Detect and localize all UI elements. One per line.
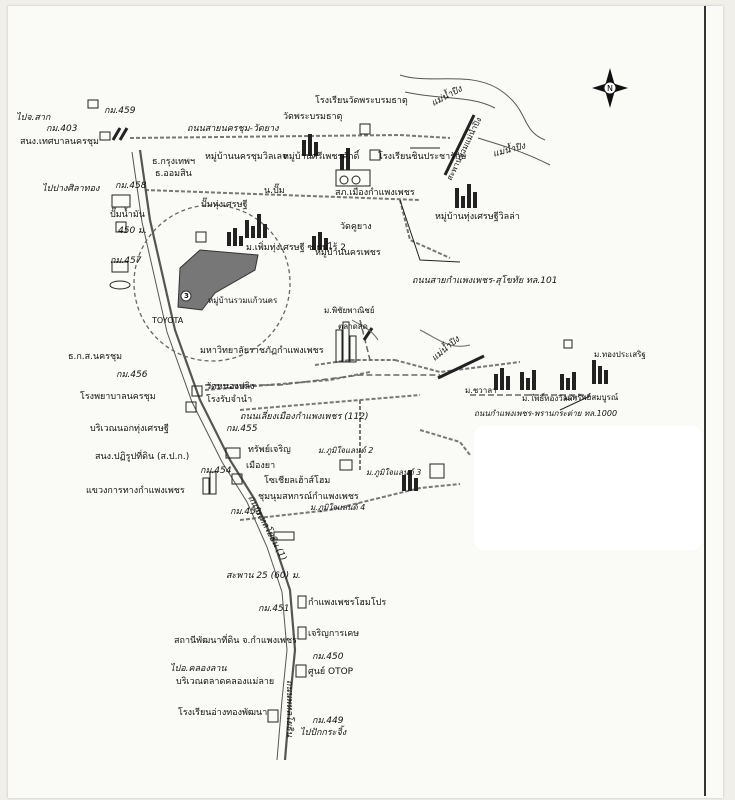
label-tung-sethi-land: บริเวณนอกทุ่งเศรษฐี — [90, 424, 169, 434]
label-vertical-phahol: ถนนพหลโยธิน — [284, 680, 294, 737]
label-km-451: กม.451 — [258, 604, 290, 614]
label-school-right: โรงเรียนชินประชารักษ์ — [378, 152, 467, 162]
label-lotus: เมืองยา — [246, 461, 276, 471]
label-km-459: กม.459 — [104, 106, 136, 116]
label-km-455: กม.455 — [226, 424, 258, 434]
label-school-bottom: โรงเรียนอ่างทองพัฒนา — [178, 708, 268, 718]
label-village-rs-1: ม.ชวาลา — [465, 386, 497, 395]
label-municipality: สนง.เทศบาลนครชุม — [20, 137, 99, 147]
label-village-nakhonphet: หมู่บ้านนครเพชร — [315, 248, 381, 258]
toyota-number: 3 — [184, 292, 189, 300]
label-village-ruamkaew: หมู่บ้านรวมแก้วนคร — [208, 296, 278, 305]
label-village-sriphet: หมู่บ้านศรีเพชรศักดิ์ — [283, 152, 360, 162]
ping-river-upper — [399, 74, 551, 166]
label-otop: ศูนย์ OTOP — [308, 667, 354, 677]
label-village-rs-3: ม.ทรัพย์สมบูรณ์ — [564, 393, 619, 402]
label-wat-kukam: วัดคูยาง — [340, 222, 372, 232]
place-icons — [87, 99, 573, 723]
label-km-403: กม.403 — [46, 124, 78, 134]
label-khlong-market: บริเวณตลาดคลองแม่ลาย — [176, 677, 275, 687]
hatched-area — [177, 249, 259, 311]
label-home-pro: ทรัพย์เจริญ — [248, 445, 291, 455]
paper-sheet — [8, 6, 723, 798]
label-km-453: กม.453 — [230, 507, 262, 517]
label-market-east: โรงรับจำนำ — [206, 395, 253, 405]
label-to-phichit: ไปปักกระจิ้ง — [300, 728, 347, 738]
label-site-2: ตลาดสด — [338, 322, 368, 331]
label-site-1: ม.พิชัยพาณิชย์ — [324, 306, 375, 315]
label-km-454: กม.454 — [200, 466, 232, 476]
building-silhouettes — [202, 134, 608, 495]
label-village-rs-2: ม.โพธิ์ทองวิลล่า — [522, 394, 578, 403]
label-village-kamphaeng: ม.เพิ่มทุ่งเศรษฐี ซ.ธนไร้ 2 — [246, 243, 347, 253]
label-to-saraburi: ไปจ.สาก — [16, 113, 51, 123]
label-to-khlong-khlung: ไปอ.คลองลาน — [170, 664, 227, 674]
label-bank-gsb: ธ.ออมสิน — [155, 169, 192, 179]
label-km-457: กม.457 — [110, 256, 142, 266]
label-wat-phra: วัดพระบรมธาตุ — [283, 112, 343, 122]
label-km-449: กม.449 — [312, 716, 344, 726]
label-gas: ปั๊มน้ำมัน — [110, 210, 145, 220]
label-kp-stadium: สถานีพัฒนาที่ดิน จ.กำแพงเพชร — [174, 636, 297, 646]
label-village-nakhonchum: หมู่บ้านนครชุมวิลเลจ — [205, 152, 288, 162]
label-rajabhat: มหาวิทยาลัยราชภัฏกำแพงเพชร — [200, 346, 324, 356]
north-compass-icon: N — [592, 68, 628, 108]
label-police-station: สภ.เมืองกำแพงเพชร — [335, 188, 415, 198]
label-hospital: โรงพยาบาลนครชุม — [80, 392, 156, 402]
label-tha-rung: ม.ภูมิใจแลนด์ 3 — [366, 468, 422, 477]
river-lines — [351, 319, 471, 347]
label-bank-baac: ธ.ก.ส.นครชุม — [68, 352, 123, 362]
label-dist-25: สะพาน 25 (60) ม. — [226, 571, 301, 581]
label-phrachanban: ปั๊มทุ่งเศรษฐี — [201, 200, 248, 210]
label-toyota: TOYOTA — [152, 316, 184, 325]
label-watphra-school: โรงเรียนวัดพระบรมธาตุ — [315, 96, 408, 106]
label-pump-ptt: สนง.ปฏิรูปที่ดิน (ส.ป.ก.) — [95, 452, 190, 462]
label-police-left: น.ปั๊ม — [264, 186, 285, 196]
label-bank-ktb: ธ.กรุงเทพฯ — [152, 157, 196, 167]
label-central-pharm: ม.ภูมิใจแลนด์ 2 — [318, 446, 374, 455]
label-km-456: กม.456 — [116, 370, 148, 380]
label-to-pangsila: ไปปางศิลาทอง — [42, 184, 100, 194]
label-oil-co: ชุมนุมสหกรณ์กำแพงเพชร — [258, 492, 359, 502]
roads — [129, 133, 521, 521]
svg-text:N: N — [607, 84, 613, 93]
redaction-box — [474, 426, 702, 550]
label-wat-nakhonchum: วัดหนองปลิง — [206, 382, 255, 392]
label-road-bypass: ถนนเลี่ยงเมืองกำแพงเพชร (112) — [240, 412, 369, 422]
phahol-yothin-road — [131, 149, 297, 761]
paper-edge-line — [704, 6, 706, 796]
label-highway-dept: แขวงการทางกำแพงเพชร — [86, 486, 185, 496]
bridges — [111, 114, 485, 380]
label-road-sukhothai: ถนนสายกำแพงเพชร-สุโขทัย ทล.101 — [412, 276, 558, 286]
label-charoen-pochana: เจริญการเคษ — [308, 629, 360, 639]
label-km-458: กม.458 — [115, 181, 147, 191]
toyota-marker — [180, 290, 192, 302]
label-road-nakhonchum: ถนนสายนครชุม-วัดยาง — [187, 124, 279, 134]
label-big-c: โซเชียลเฮ้าส์โฮม — [264, 476, 331, 486]
label-makro: ม.ภูมิใจแลนด์ 4 — [310, 503, 366, 512]
tung-sethi-zone-circle — [133, 204, 291, 362]
label-km-450: กม.450 — [312, 652, 344, 662]
label-village-villa: หมู่บ้านทุ่งเศรษฐีวิลล่า — [435, 212, 520, 222]
label-kp-home-pro: กำแพงเพชรโฮมโปร — [308, 598, 387, 608]
label-dist-450: 450 ม. — [118, 226, 147, 236]
label-village-rs-4: ม.ทองประเสริฐ — [594, 350, 646, 359]
label-road-east: ถนนกำแพงเพชร-พรานกระต่าย ทล.1000 — [474, 409, 618, 418]
direction-arrows — [399, 147, 591, 411]
